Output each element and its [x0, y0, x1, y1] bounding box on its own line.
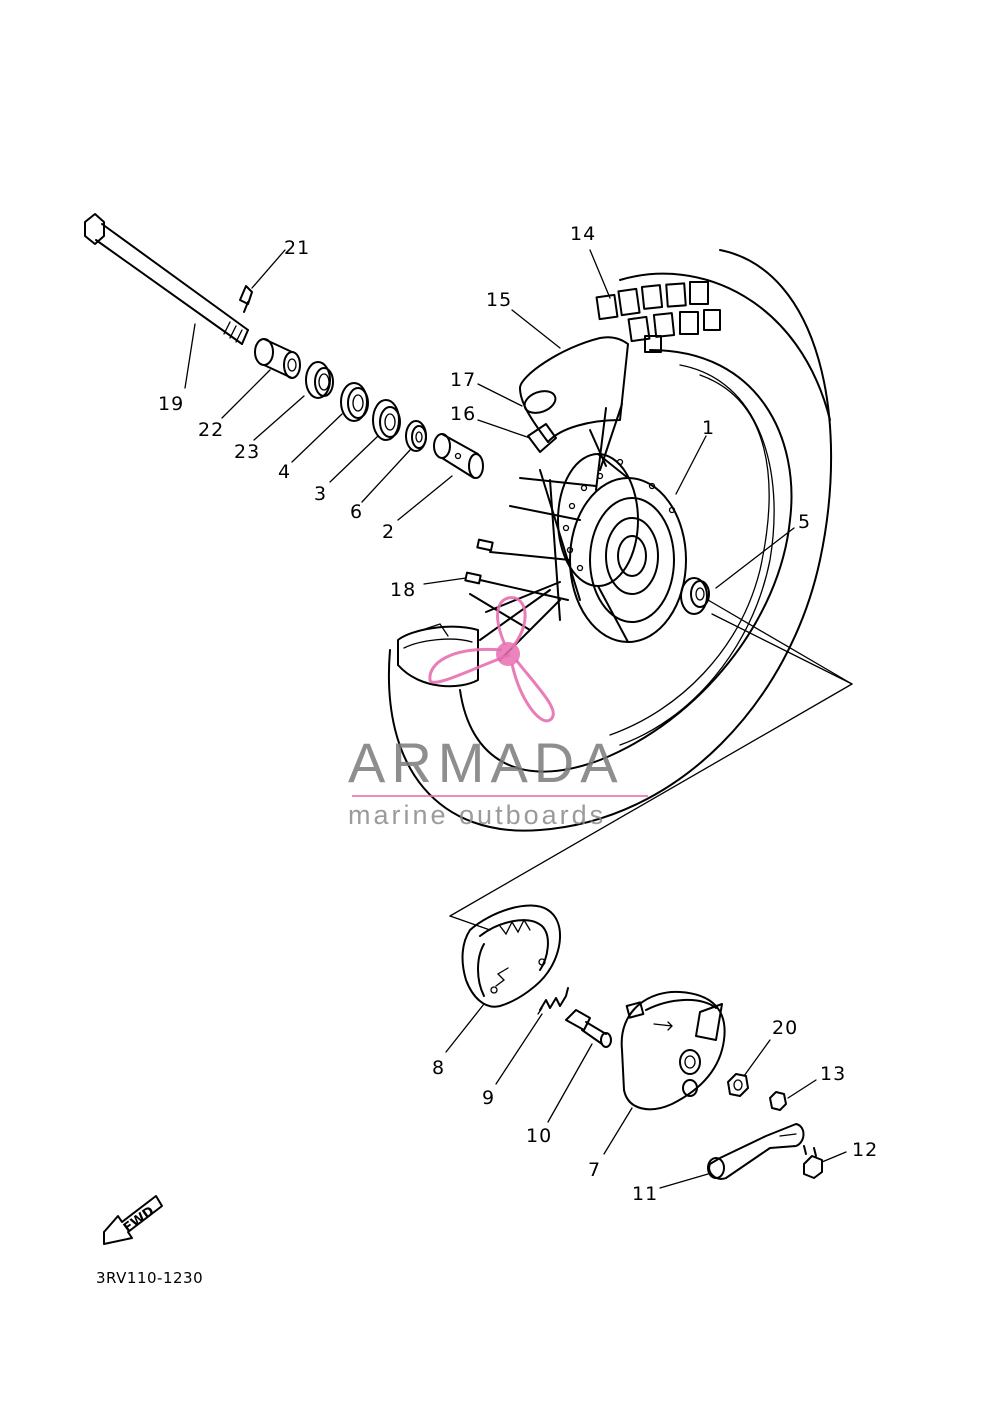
wheel-assembly: [387, 249, 833, 832]
part-label-11: 11: [632, 1183, 658, 1205]
spokes: [469, 403, 623, 661]
propeller-logo-icon: [428, 596, 555, 723]
tube-valve: [527, 423, 557, 453]
right-oil-seal: [680, 577, 710, 615]
tire-tread: [595, 281, 721, 353]
collar: [254, 338, 301, 379]
nut-13: [769, 1091, 787, 1111]
part-label-6: 6: [350, 501, 363, 523]
part-label-9: 9: [482, 1087, 495, 1109]
camshaft-lever: [707, 1123, 805, 1180]
part-number-labels: 1 2 3 4 5 6 7 8 9 10 11 12 13 14 15 16 1…: [158, 223, 878, 1205]
part-label-22: 22: [198, 419, 224, 441]
cotter-pin: [239, 285, 253, 313]
brake-shoes: [461, 904, 562, 1008]
part-label-16: 16: [450, 403, 476, 425]
group-bracket: [449, 599, 853, 931]
part-label-17: 17: [450, 369, 476, 391]
brake-spring: [537, 987, 569, 1015]
leader-lines: [184, 249, 847, 1189]
part-label-4: 4: [278, 461, 291, 483]
brake-camshaft: [565, 1009, 612, 1048]
oil-seal-6: [405, 420, 427, 452]
forward-direction-arrow: FWD: [103, 1195, 163, 1245]
part-label-8: 8: [432, 1057, 445, 1079]
part-label-2: 2: [382, 521, 395, 543]
axle-shaft: [84, 213, 249, 345]
part-label-23: 23: [234, 441, 260, 463]
armada-logo-watermark: ARMADA marine outboards: [348, 596, 648, 830]
wheel-hub: [557, 453, 687, 643]
watermark-tagline: marine outboards: [348, 800, 606, 830]
bearing-3: [372, 399, 401, 441]
spacer: [433, 433, 484, 479]
part-label-13: 13: [820, 1063, 846, 1085]
drawing-code: 3RV110-1230: [96, 1269, 203, 1287]
part-label-15: 15: [486, 289, 512, 311]
propeller-hub-icon: [496, 642, 520, 666]
nut-20: [727, 1073, 749, 1097]
part-label-10: 10: [526, 1125, 552, 1147]
part-label-7: 7: [588, 1159, 601, 1181]
part-label-18: 18: [390, 579, 416, 601]
brake-shoe-plate: [620, 990, 726, 1111]
part-label-3: 3: [314, 483, 327, 505]
part-label-20: 20: [772, 1017, 798, 1039]
part-label-14: 14: [570, 223, 596, 245]
part-label-1: 1: [702, 417, 715, 439]
watermark-brand: ARMADA: [348, 731, 624, 794]
part-label-12: 12: [852, 1139, 878, 1161]
part-label-5: 5: [798, 511, 811, 533]
part-label-19: 19: [158, 393, 184, 415]
bearing-4: [340, 382, 369, 422]
spoke-nipples: [464, 538, 494, 585]
bolt-12: [803, 1145, 823, 1179]
part-label-21: 21: [284, 237, 310, 259]
oil-seal: [305, 361, 334, 399]
